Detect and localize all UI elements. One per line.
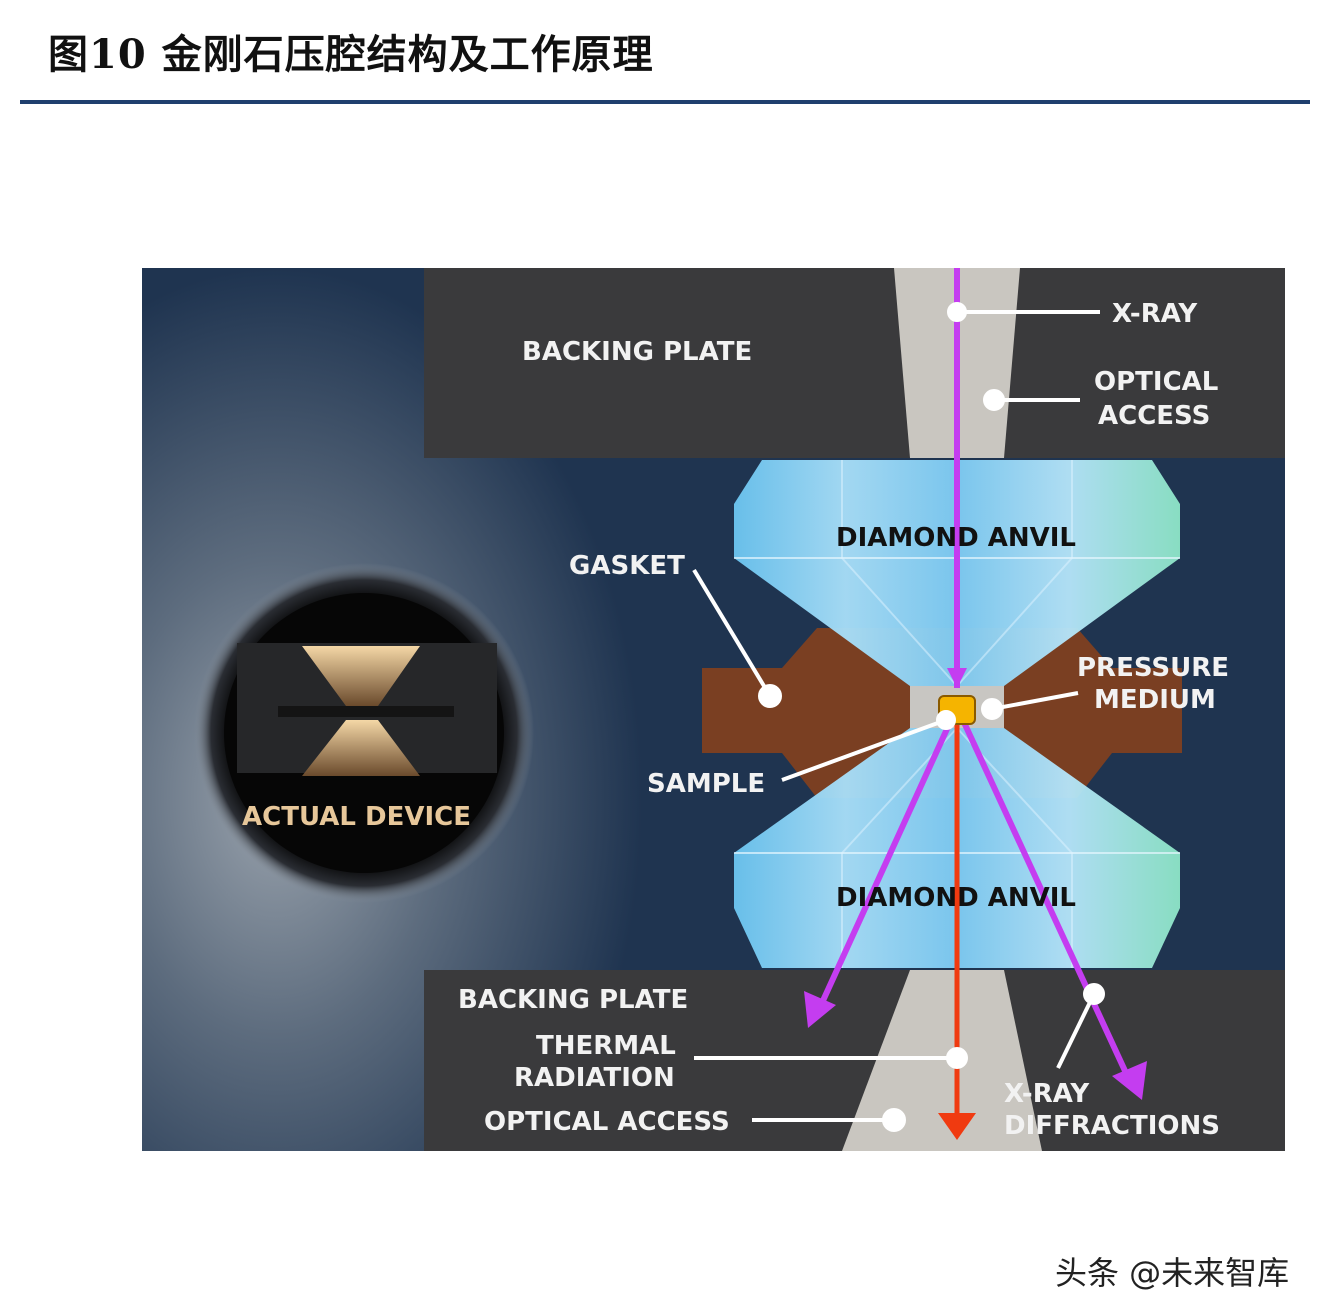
title-divider	[20, 100, 1310, 104]
figure-title: 图10 金刚石压腔结构及工作原理	[48, 31, 654, 78]
watermark: 头条 @未来智库	[1055, 1254, 1290, 1292]
label-xray-diffractions-1: X-RAY	[1004, 1079, 1090, 1109]
label-diamond-anvil-top: DIAMOND ANVIL	[836, 523, 1076, 553]
label-optical-access-top-1: OPTICAL	[1094, 367, 1218, 397]
label-pressure-medium-2: MEDIUM	[1094, 685, 1216, 715]
label-top-backing-plate: BACKING PLATE	[522, 337, 752, 367]
device-upper-diamond	[302, 646, 420, 706]
label-gasket: GASKET	[569, 551, 685, 581]
xray-diffraction-left	[813, 716, 955, 1018]
label-optical-access-bottom: OPTICAL ACCESS	[484, 1107, 730, 1137]
label-optical-access-top-2: ACCESS	[1098, 401, 1210, 431]
label-pressure-medium-1: PRESSURE	[1077, 653, 1229, 683]
device-lower-diamond	[302, 720, 420, 776]
label-xray-diffractions-2: DIFFRACTIONS	[1004, 1111, 1220, 1141]
label-thermal-radiation-1: THERMAL	[536, 1031, 676, 1061]
label-thermal-radiation-2: RADIATION	[514, 1063, 675, 1093]
diamond-anvil-cell-diagram: BACKING PLATE X-RAY OPTICAL ACCESS DIAMO…	[142, 268, 1285, 1151]
thermal-arrow-head	[938, 1113, 976, 1140]
xray-diffraction-right	[959, 716, 1135, 1088]
bottom-optical-channel	[842, 970, 1042, 1151]
device-gasket	[278, 706, 454, 717]
label-xray: X-RAY	[1112, 299, 1198, 329]
top-backing-plate	[424, 268, 1285, 458]
label-diamond-anvil-bottom: DIAMOND ANVIL	[836, 883, 1076, 913]
label-actual-device: ACTUAL DEVICE	[242, 802, 471, 832]
label-sample: SAMPLE	[647, 769, 765, 799]
label-bottom-backing-plate: BACKING PLATE	[458, 985, 688, 1015]
